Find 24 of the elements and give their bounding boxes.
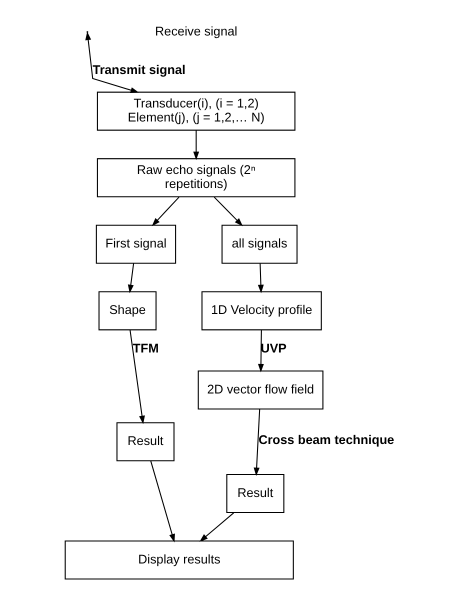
edge-label: Cross beam technique [258,432,394,447]
arrow [193,130,200,160]
node-box: Shape [98,291,157,330]
arrow [199,512,234,542]
edge-label: Transmit signal [92,62,186,77]
arrow [254,409,260,476]
arrow [150,460,175,542]
arrow [130,330,145,424]
arrow [258,330,264,372]
node-box: Raw echo signals (2ⁿ repetitions) [96,158,296,198]
node-box: Transducer(i), (i = 1,2) Element(j), (j = 1,2,… N) [96,92,296,131]
node-box: Display results [64,540,294,580]
arrow [258,264,264,294]
arrow [128,264,134,294]
node-box: 2D vector flow field [198,370,324,410]
arrow [152,196,180,226]
node-box: 1D Velocity profile [201,291,322,330]
edge-label: UVP [260,342,287,356]
node-box: First signal [96,224,176,264]
node-box: Result [116,422,175,462]
arrow [214,196,243,226]
label: Receive signal [155,24,238,38]
node-box: Result [226,474,284,514]
node-box: all signals [222,224,298,264]
